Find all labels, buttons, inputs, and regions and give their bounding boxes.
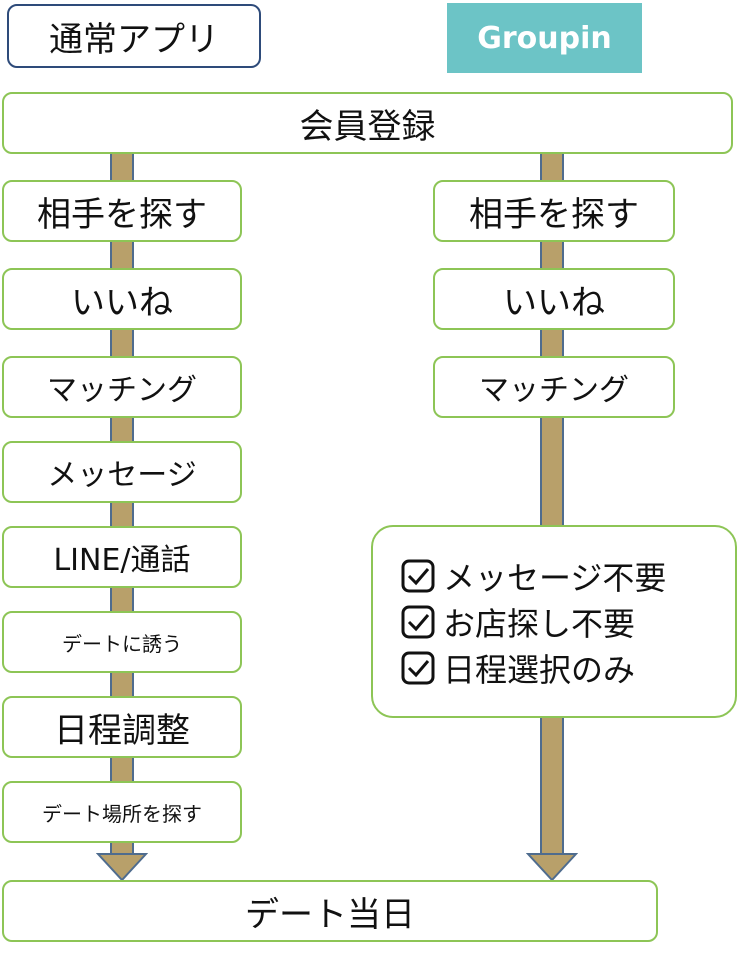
normal-step-like: いいね [2, 268, 242, 330]
normal-step-invite-date: デートに誘う [2, 611, 242, 673]
groupin-step-find-partner: 相手を探す [433, 180, 675, 242]
groupin-step-matching: マッチング [433, 356, 675, 418]
normal-step-find-partner: 相手を探す [2, 180, 242, 242]
normal-step-line-call: LINE/通話 [2, 526, 242, 588]
normal-step-schedule: 日程調整 [2, 696, 242, 758]
checkbox-checked-icon [401, 651, 435, 685]
normal-step-find-venue: デート場所を探す [2, 781, 242, 843]
register-step: 会員登録 [2, 92, 733, 154]
groupin-logo: Groupin [447, 3, 642, 73]
checkbox-checked-icon [401, 605, 435, 639]
groupin-flow-arrowhead [526, 853, 578, 882]
normal-step-matching: マッチング [2, 356, 242, 418]
benefit-label: 日程選択のみ [443, 651, 636, 689]
benefit-label: メッセージ不要 [443, 559, 667, 597]
normal-step-message: メッセージ [2, 441, 242, 503]
normal-flow-arrowhead [96, 853, 148, 882]
benefit-label: お店探し不要 [443, 605, 636, 643]
groupin-flow-arrow-shaft [540, 150, 564, 858]
normal-app-header: 通常アプリ [7, 4, 261, 68]
benefit-no-messages: メッセージ不要 [401, 553, 735, 599]
groupin-benefits-box: メッセージ不要 お店探し不要 日程選択のみ [371, 525, 737, 718]
benefit-schedule-only: 日程選択のみ [401, 645, 735, 691]
date-day-step: デート当日 [2, 880, 658, 942]
checkbox-checked-icon [401, 559, 435, 593]
groupin-step-like: いいね [433, 268, 675, 330]
benefit-no-venue-search: お店探し不要 [401, 599, 735, 645]
